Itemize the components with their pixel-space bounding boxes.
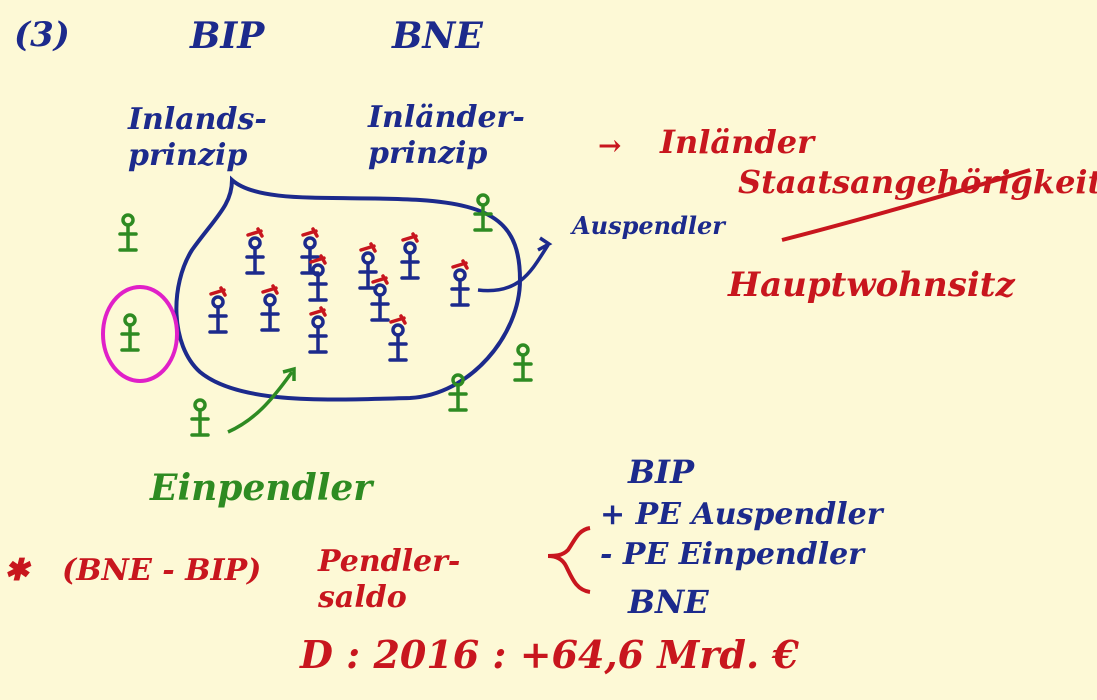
staatsangehoerigkeit-label: Staatsangehörigkeit [738, 163, 1097, 201]
pendlersaldo-label: Pendler- saldo [318, 544, 461, 615]
inlandsprinzip-label: Inlands- prinzip [128, 102, 267, 173]
calc-plus-line: + PE Auspendler [600, 497, 883, 532]
auspendler-label: Auspendler [572, 211, 725, 240]
person-figure [388, 314, 408, 362]
calc-bne: BNE [628, 583, 709, 621]
einpendler-arrow [227, 370, 294, 434]
hauptwohnsitz-label: Hauptwohnsitz [728, 265, 1015, 305]
asterisk: ✱ [4, 553, 30, 588]
person-figure [450, 259, 470, 307]
calc-minus-line: - PE Einpendler [600, 537, 864, 572]
curly-brace [547, 526, 591, 594]
strike-arrow [781, 168, 1031, 242]
person-figure [513, 343, 533, 382]
person-figure [308, 254, 328, 302]
person-figure [308, 306, 328, 354]
einpendler-label: Einpendler [150, 467, 373, 509]
inlaenderprinzip-label: Inländer- prinzip [368, 100, 525, 171]
auspendler-arrow [477, 244, 550, 293]
country-boundary [174, 175, 523, 402]
person-figure [118, 213, 138, 252]
calc-bip: BIP [628, 453, 695, 491]
person-figure [245, 227, 265, 275]
person-figure [190, 398, 210, 437]
bne-minus-bip: (BNE - BIP) [62, 553, 262, 588]
person-figure [448, 373, 468, 412]
person-figure [260, 284, 280, 332]
bne-label: BNE [392, 15, 483, 57]
person-figure [473, 193, 493, 232]
section-marker: (3) [14, 15, 70, 55]
person-figure [358, 242, 378, 290]
person-figure [400, 232, 420, 280]
bip-label: BIP [190, 15, 265, 57]
person-figure [208, 286, 228, 334]
arrow-symbol: → [598, 129, 622, 162]
person-figure [370, 274, 390, 322]
people-figures [118, 193, 533, 437]
inlaender-label: Inländer [660, 123, 814, 161]
d-2016-result: D : 2016 : +64,6 Mrd. € [300, 632, 799, 677]
highlight-circle [101, 285, 179, 383]
person-figure [120, 313, 140, 352]
